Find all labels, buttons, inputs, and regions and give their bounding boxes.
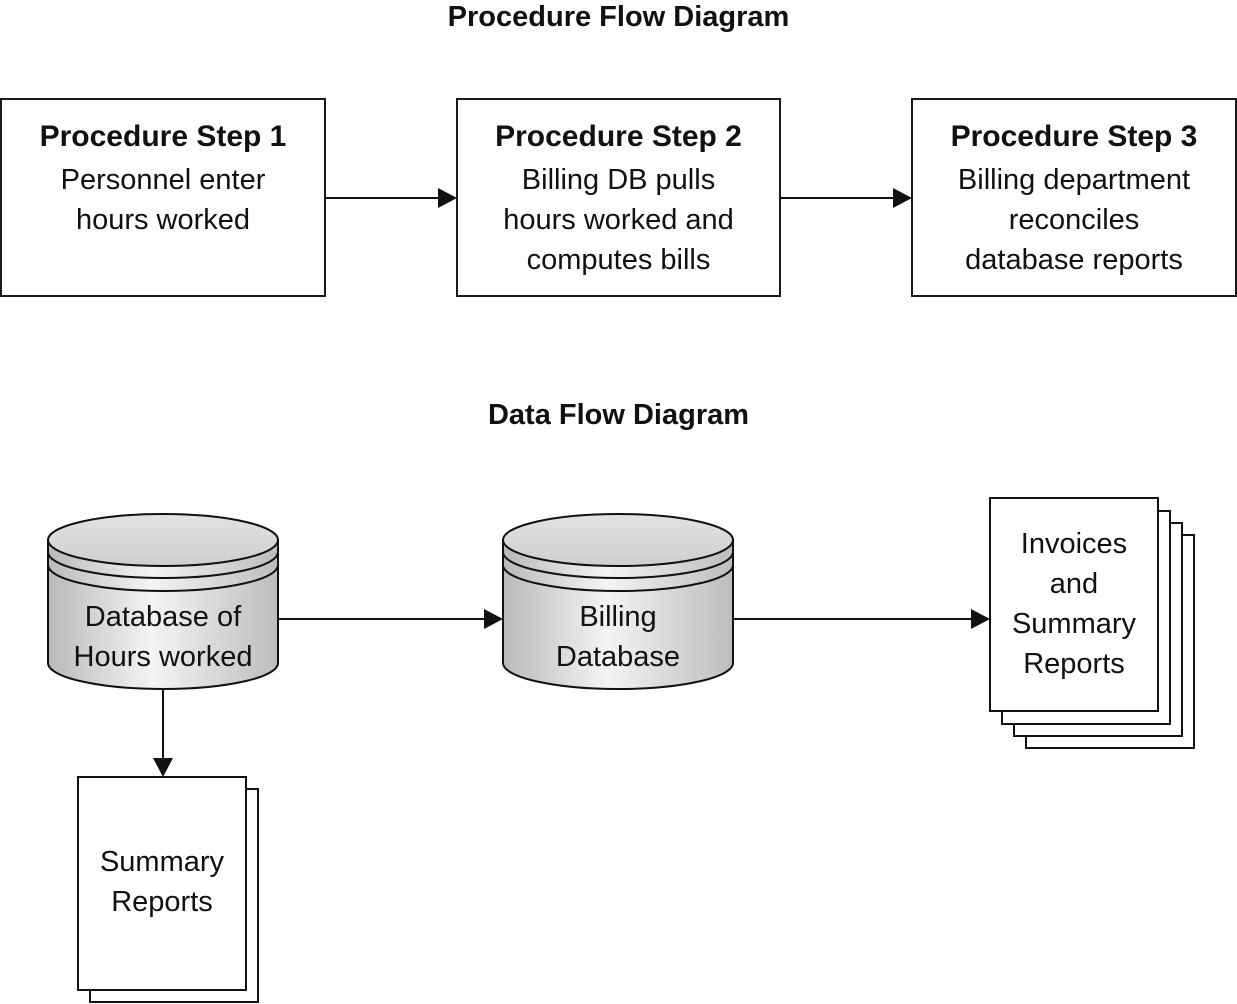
procedure-step-1-description: Personnel enter hours worked: [2, 160, 324, 240]
billing-database-line: Billing: [579, 601, 657, 633]
summary-reports-label: Summary Reports: [78, 842, 246, 922]
invoices-label: Invoices and Summary Reports: [990, 524, 1158, 684]
invoices-document-stack-icon: [989, 497, 1195, 749]
procedure-step-3-line: reconciles: [1008, 204, 1140, 236]
hours-database-line: Database of: [84, 601, 242, 633]
summary-reports-document-stack-icon: [77, 776, 259, 1003]
arrow-hours-to-billing: [278, 609, 503, 629]
procedure-step-2-line: hours worked and: [503, 204, 734, 236]
hours-database-cylinder-icon: [47, 513, 279, 690]
summary-reports-line: Summary: [99, 846, 225, 878]
procedure-step-3-description: Billing department reconciles database r…: [913, 160, 1235, 280]
procedure-step-1-title: Procedure Step 1: [39, 120, 287, 153]
billing-database-line: Database: [555, 641, 681, 673]
procedure-step-3-title: Procedure Step 3: [950, 120, 1198, 153]
arrow-billing-to-invoices: [733, 609, 990, 629]
procedure-step-3-line: Billing department: [957, 164, 1191, 196]
arrow-step2-to-step3: [781, 188, 912, 208]
arrow-step1-to-step2: [325, 188, 457, 208]
summary-reports-line: Reports: [111, 886, 213, 918]
invoices-line: Reports: [1023, 648, 1125, 680]
hours-database-label: Database of Hours worked: [48, 597, 278, 677]
procedure-step-1-box: Procedure Step 1 Personnel enter hours w…: [0, 98, 326, 297]
procedure-step-2-line: Billing DB pulls: [521, 164, 716, 196]
procedure-step-2-box: Procedure Step 2 Billing DB pulls hours …: [456, 98, 781, 297]
procedure-step-2-title: Procedure Step 2: [495, 120, 742, 153]
procedure-step-3-box: Procedure Step 3 Billing department reco…: [911, 98, 1237, 297]
billing-database-cylinder-icon: [502, 513, 734, 690]
procedure-step-2-line: computes bills: [526, 244, 711, 276]
arrow-hours-to-summary: [153, 689, 173, 777]
billing-database-label: Billing Database: [503, 597, 733, 677]
invoices-line: Summary: [1011, 608, 1137, 640]
data-flow-title: Data Flow Diagram: [487, 399, 750, 431]
invoices-line: Invoices: [1020, 528, 1128, 560]
procedure-step-1-line: Personnel enter: [60, 164, 266, 196]
procedure-step-1-line: hours worked: [75, 204, 251, 236]
procedure-step-3-line: database reports: [965, 244, 1183, 276]
procedure-flow-title: Procedure Flow Diagram: [447, 1, 790, 33]
procedure-step-2-description: Billing DB pulls hours worked and comput…: [458, 160, 779, 280]
hours-database-line: Hours worked: [73, 641, 253, 673]
invoices-line: and: [1049, 568, 1099, 600]
